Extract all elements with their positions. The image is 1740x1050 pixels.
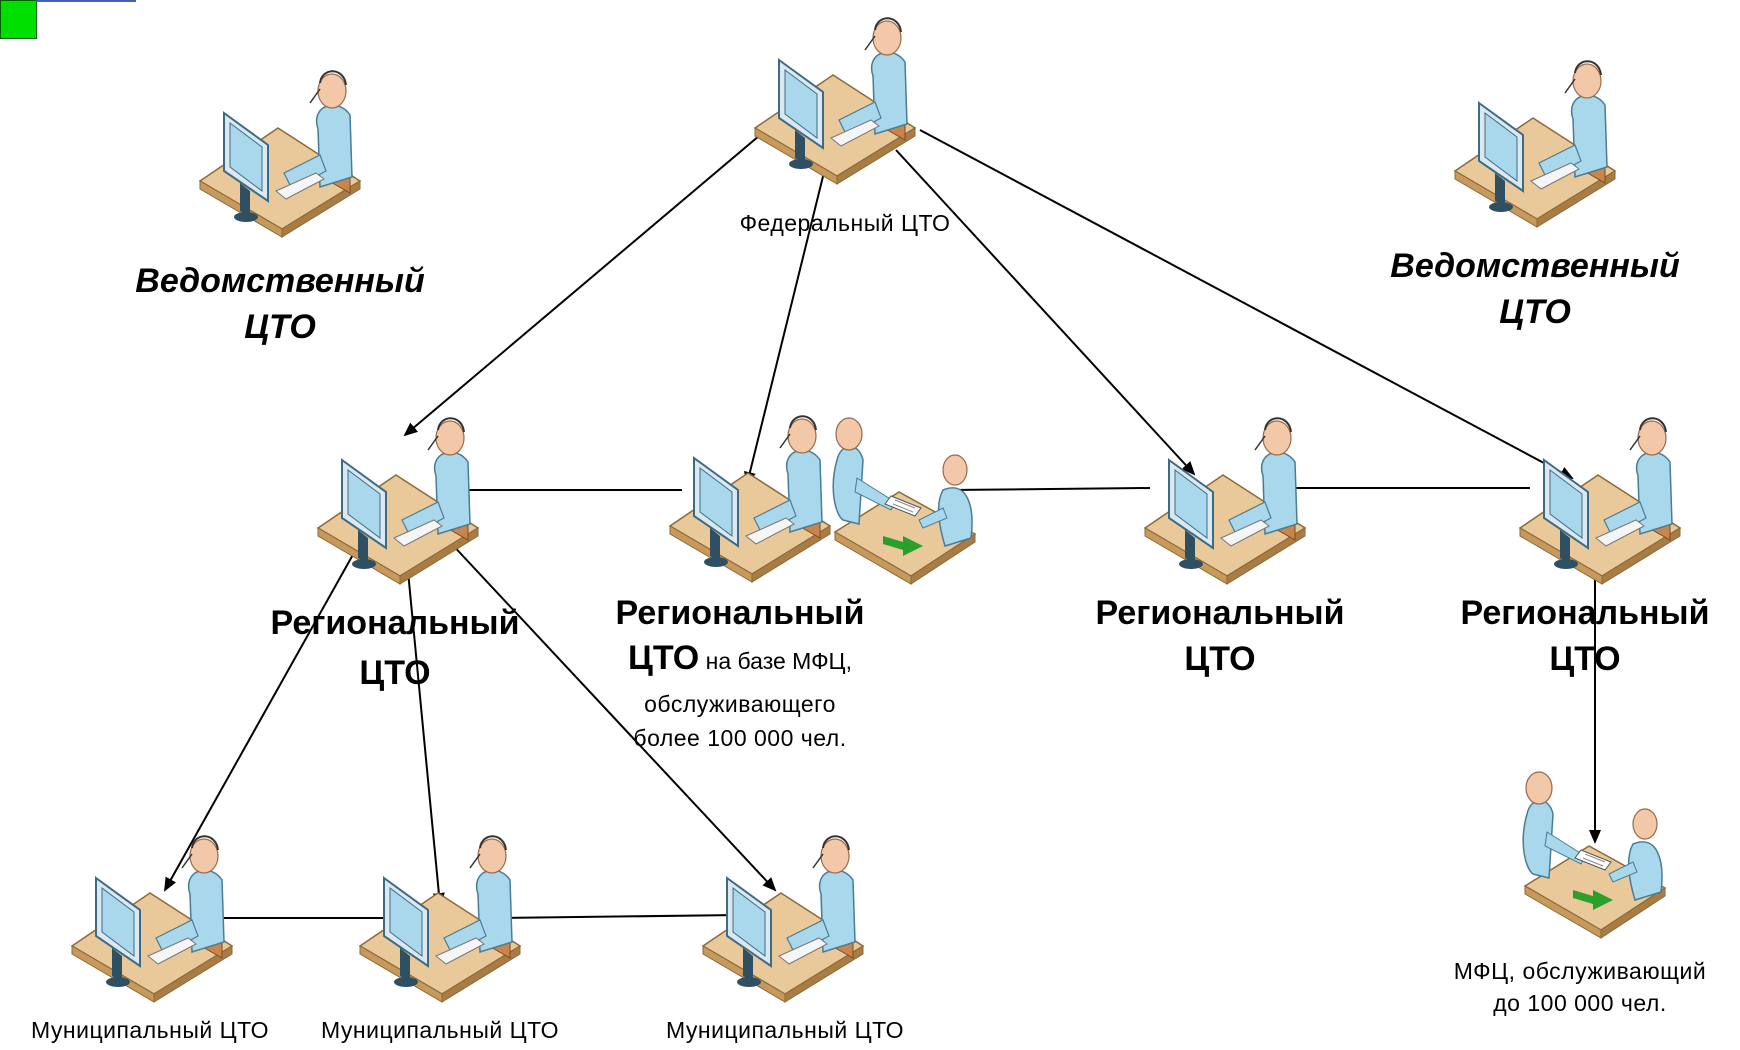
regional-3-label: Региональный ЦТО	[1065, 590, 1375, 682]
regional-2-label-line3: обслуживающего	[644, 691, 836, 717]
status-badge	[0, 0, 37, 39]
municipal-3-label: Муниципальный ЦТО	[665, 1017, 905, 1043]
link-municipal-2-3	[499, 914, 741, 919]
regional-4-label-line2: ЦТО	[1549, 640, 1621, 678]
mfc-label-line1: МФЦ, обслуживающий	[1453, 958, 1707, 984]
connections	[164, 107, 1601, 919]
dept-left-label-line1: Ведомственный	[135, 262, 425, 300]
dept-left-label: Ведомственный ЦТО	[100, 258, 460, 350]
regional-2-label-line1: Региональный	[615, 594, 865, 632]
link-federal-regional-3	[895, 149, 1196, 476]
dept-right-label-line2: ЦТО	[1499, 293, 1571, 331]
regional-1-label: Региональный ЦТО	[240, 598, 550, 698]
dept-right-label: Ведомственный ЦТО	[1355, 243, 1715, 335]
regional-3-label-line2: ЦТО	[1184, 640, 1256, 678]
municipal-2-operator-icon	[359, 835, 521, 1003]
regional-2-label: Региональный ЦТО на базе МФЦ, обслуживаю…	[590, 590, 890, 755]
regional-1-operator-icon	[317, 417, 479, 585]
mfc-label-line2: до 100 000 чел.	[1493, 990, 1667, 1016]
regional-3-operator-icon	[1144, 417, 1306, 585]
regional-1-label-line1: Региональный	[270, 604, 520, 642]
regional-2-label-line2-rest: на базе МФЦ,	[699, 648, 852, 674]
regional-2-counter-icon	[832, 417, 976, 585]
federal-label: Федеральный ЦТО	[739, 210, 951, 236]
regional-2-label-line2: ЦТО на базе МФЦ,	[590, 636, 890, 687]
municipal-3-operator-icon	[702, 835, 864, 1003]
federal-operator-icon	[754, 17, 916, 186]
link-regional-2-3	[949, 487, 1151, 491]
dept-left-operator-icon	[199, 70, 361, 239]
dept-left-label-line2: ЦТО	[244, 308, 316, 346]
link-regional-1-municipal-3	[447, 539, 777, 892]
regional-1-label-line2: ЦТО	[359, 654, 431, 692]
municipal-1-operator-icon	[71, 835, 233, 1003]
dept-right-label-line1: Ведомственный	[1390, 247, 1680, 285]
link-federal-regional-1	[403, 107, 793, 437]
municipal-1-label: Муниципальный ЦТО	[30, 1017, 270, 1043]
regional-2-operator-icon	[669, 415, 831, 583]
header-rule	[36, 0, 136, 2]
regional-2-label-line4: более 100 000 чел.	[633, 725, 847, 751]
mfc-label: МФЦ, обслуживающий до 100 000 чел.	[1420, 955, 1740, 1019]
link-federal-regional-4	[919, 129, 1574, 479]
dept-right-operator-icon	[1454, 60, 1616, 229]
regional-2-label-line2-bold: ЦТО	[628, 639, 700, 677]
regional-4-operator-icon	[1519, 417, 1681, 585]
regional-3-label-line1: Региональный	[1095, 594, 1345, 632]
link-federal-regional-2	[744, 147, 831, 486]
regional-4-label-line1: Региональный	[1460, 594, 1710, 632]
municipal-2-label: Муниципальный ЦТО	[320, 1017, 560, 1043]
link-regional-1-municipal-1	[164, 509, 379, 892]
link-regional-1-municipal-2	[404, 539, 445, 907]
regional-4-label: Региональный ЦТО	[1430, 590, 1740, 682]
